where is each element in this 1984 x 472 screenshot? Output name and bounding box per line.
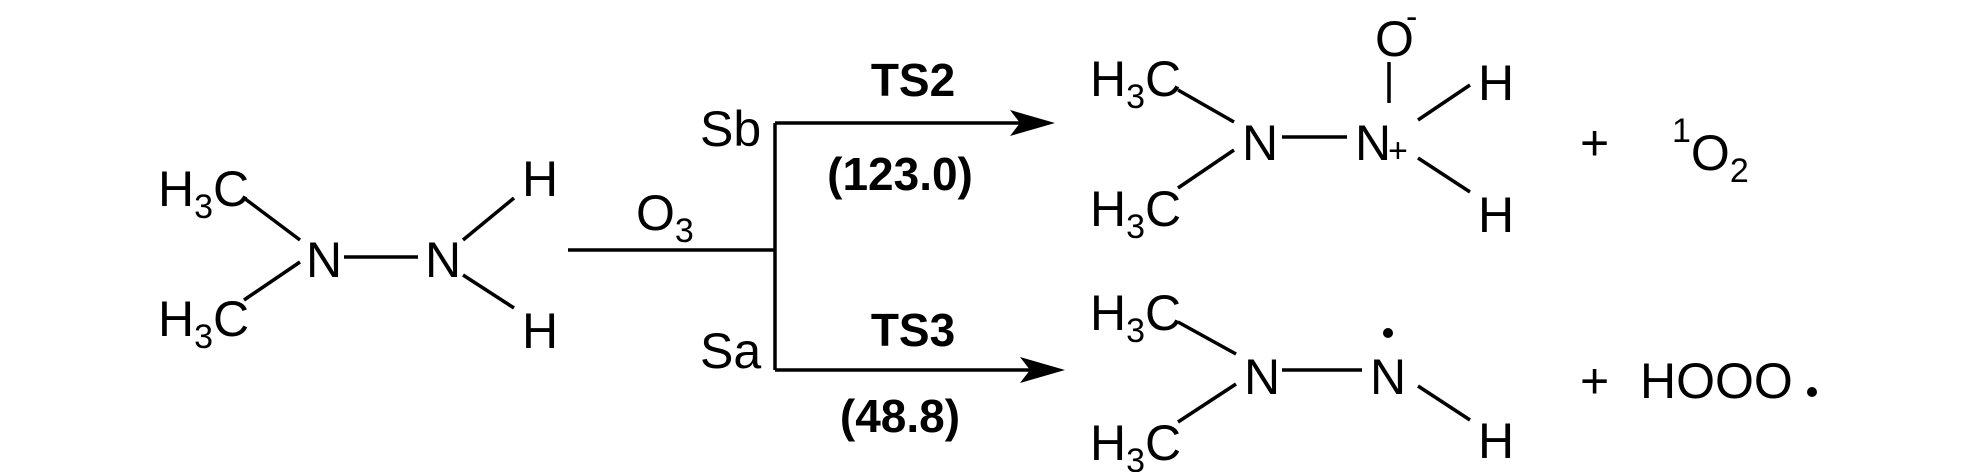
lower-methyl-bottom: H3C bbox=[1090, 415, 1181, 472]
upper-plus-charge: + bbox=[1388, 132, 1408, 170]
upper-bond-ch3-n-bottom bbox=[1177, 148, 1235, 190]
upper-methyl-bottom: H3C bbox=[1090, 181, 1181, 246]
reactant-bond-ch3-n-bottom bbox=[243, 260, 301, 302]
reactant-nitrogen-1: N bbox=[306, 232, 342, 288]
reactant-hydrogen-top: H bbox=[522, 151, 558, 207]
upper-nitrogen-2: N bbox=[1355, 115, 1391, 171]
reactant-bond-n-h-bottom bbox=[462, 273, 515, 310]
lower-bond-n-h bbox=[1417, 384, 1471, 422]
lower-product: H3C H3C N N H + HOOO bbox=[1090, 285, 1817, 472]
reactant-bond-n-h-top bbox=[461, 196, 516, 242]
reactant-molecule: H3C H3C N N H H bbox=[158, 151, 558, 359]
lower-methyl-top: H3C bbox=[1090, 285, 1181, 350]
ts2-energy: (123.0) bbox=[827, 148, 973, 200]
hydrotrioxyl-radical: HOOO bbox=[1640, 353, 1793, 409]
upper-plus-sign: + bbox=[1580, 115, 1609, 171]
ts3-energy: (48.8) bbox=[840, 390, 960, 442]
reaction-arrows: O3 Sb TS2 (123.0) Sa TS3 (48.8) bbox=[568, 54, 1065, 442]
lower-arrowhead-icon bbox=[1020, 357, 1065, 383]
singlet-oxygen: 1O2 bbox=[1672, 112, 1749, 190]
upper-bond-n-h-top bbox=[1417, 83, 1471, 122]
lower-plus-sign: + bbox=[1580, 353, 1609, 409]
upper-methyl-top: H3C bbox=[1090, 51, 1181, 116]
branch-label-sb: Sb bbox=[700, 101, 761, 157]
lower-bond-ch3-n-bottom bbox=[1177, 382, 1237, 424]
lower-radical-dot-icon bbox=[1383, 328, 1393, 338]
lower-nitrogen-2: N bbox=[1370, 349, 1406, 405]
ts2-label: TS2 bbox=[871, 54, 955, 106]
lower-hydrogen: H bbox=[1478, 413, 1514, 469]
hydrotrioxyl-radical-dot-icon bbox=[1807, 387, 1817, 397]
upper-hydrogen-bottom: H bbox=[1478, 187, 1514, 243]
lower-bond-ch3-n-top bbox=[1177, 320, 1237, 356]
reactant-methyl-bottom: H3C bbox=[158, 291, 249, 356]
ts3-label: TS3 bbox=[871, 304, 955, 356]
reactant-nitrogen-2: N bbox=[425, 232, 461, 288]
reagent-ozone: O3 bbox=[636, 185, 694, 250]
upper-product: H3C H3C N N + O - H H + 1O2 bbox=[1090, 0, 1749, 246]
upper-bond-ch3-n-top bbox=[1177, 88, 1235, 124]
upper-oxygen: O bbox=[1375, 11, 1414, 67]
upper-arrowhead-icon bbox=[1010, 110, 1055, 136]
reactant-hydrogen-bottom: H bbox=[522, 303, 558, 359]
upper-minus-charge: - bbox=[1406, 0, 1417, 36]
reactant-methyl-top: H3C bbox=[158, 161, 249, 226]
upper-bond-n-h-bottom bbox=[1417, 156, 1471, 194]
lower-nitrogen-1: N bbox=[1244, 349, 1280, 405]
branch-label-sa: Sa bbox=[700, 323, 761, 379]
upper-nitrogen-1: N bbox=[1242, 115, 1278, 171]
upper-hydrogen-top: H bbox=[1478, 55, 1514, 111]
reactant-bond-ch3-n-top bbox=[242, 196, 302, 242]
